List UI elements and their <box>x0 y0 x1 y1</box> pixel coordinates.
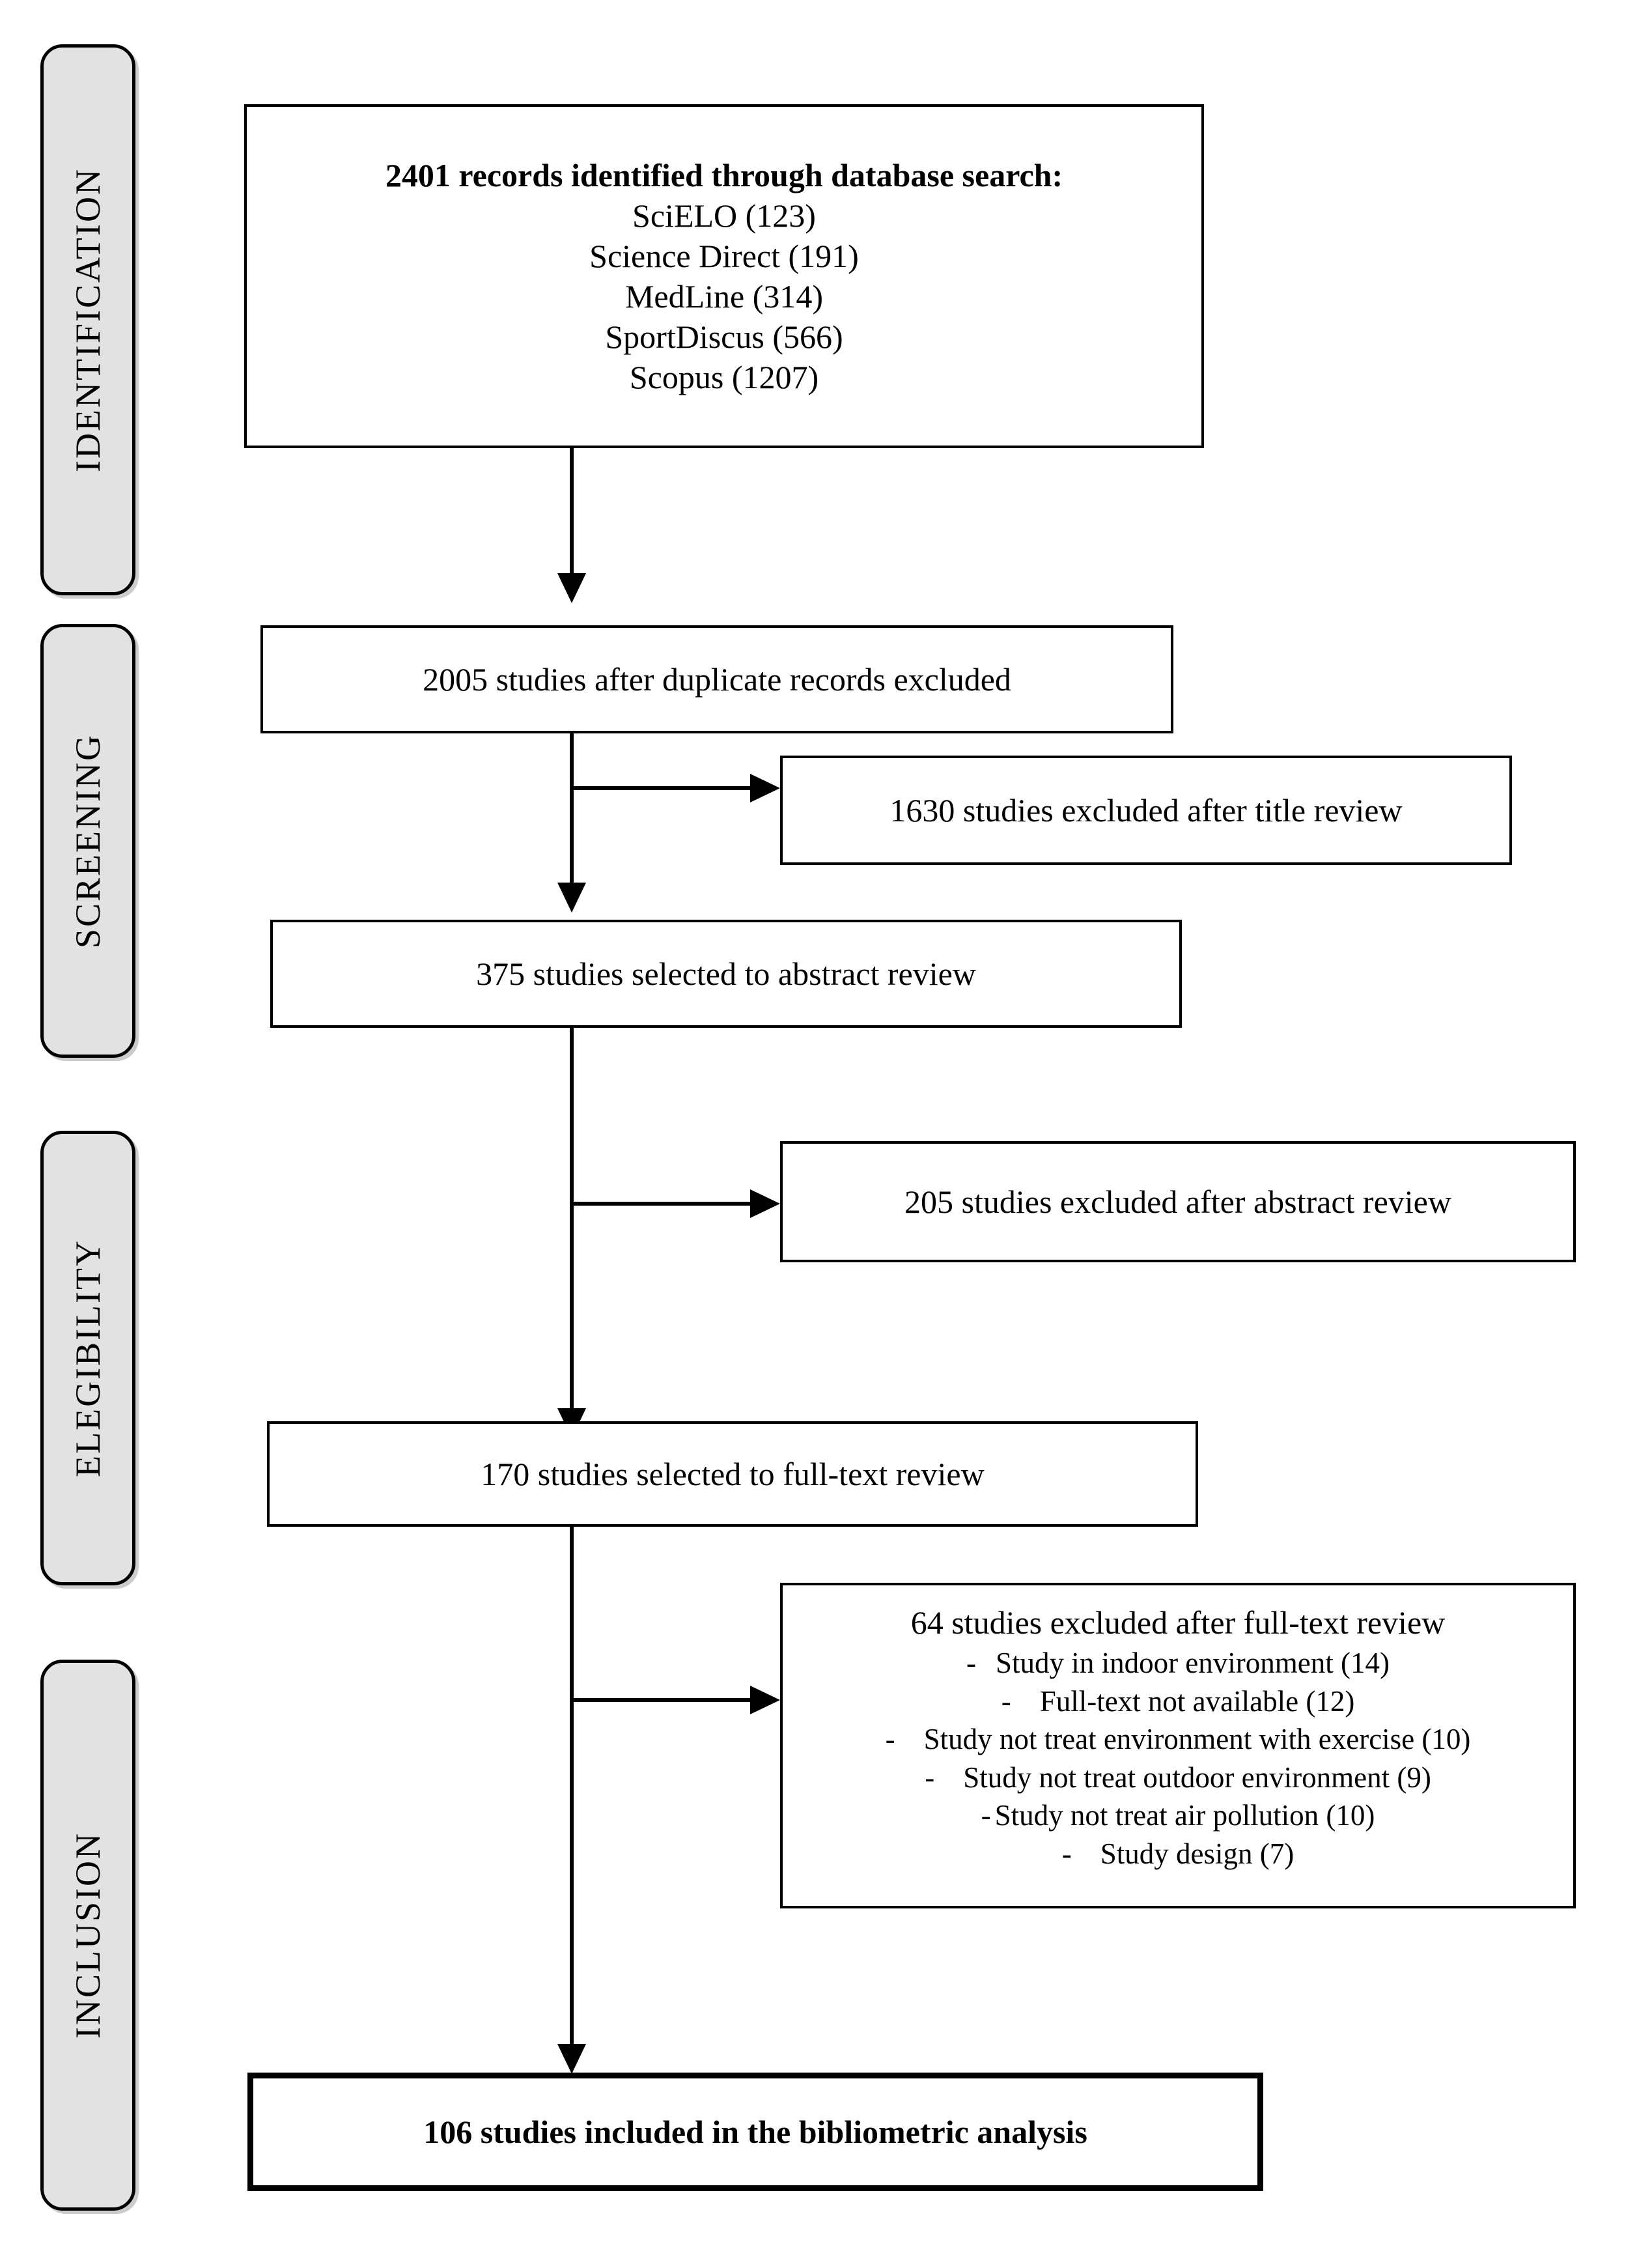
excluded-abstract-review-text: 205 studies excluded after abstract revi… <box>904 1183 1451 1220</box>
exclusion-reason-fulltext-unavailable: -Full-text not available (12) <box>794 1682 1561 1721</box>
phase-bar-screening: SCREENING <box>40 624 135 1058</box>
exclusion-reason-no-exercise: -Study not treat environment with exerci… <box>794 1720 1561 1759</box>
arrowhead-fulltext-to-fulltext-exclusion <box>750 1686 780 1714</box>
node-after-duplicates: 2005 studies after duplicate records exc… <box>260 625 1173 733</box>
selected-fulltext-review-text: 170 studies selected to full-text review <box>481 1456 985 1492</box>
node-excluded-fulltext-review: 64 studies excluded after full-text revi… <box>780 1583 1576 1908</box>
connector-identified-to-dedup <box>570 448 574 580</box>
phase-bar-identification: IDENTIFICATION <box>40 44 135 595</box>
phase-bar-inclusion: INCLUSION <box>40 1660 135 2211</box>
excluded-fulltext-list: 64 studies excluded after full-text revi… <box>794 1602 1561 1873</box>
phase-label-identification: IDENTIFICATION <box>68 167 107 472</box>
exclusion-reason-no-outdoor: -Study not treat outdoor environment (9) <box>794 1759 1561 1797</box>
node-selected-abstract-review: 375 studies selected to abstract review <box>270 920 1182 1028</box>
phase-label-screening: SCREENING <box>68 733 107 948</box>
source-sportdiscus: SportDiscus (566) <box>605 319 843 355</box>
exclusion-reason-indoor-text: Study in indoor environment (14) <box>996 1647 1390 1679</box>
arrowhead-dedup-to-abstract <box>557 883 586 913</box>
included-final-text: 106 studies included in the bibliometric… <box>423 2114 1087 2150</box>
after-duplicates-text: 2005 studies after duplicate records exc… <box>423 661 1011 698</box>
bullet-dash-icon: - <box>1061 1837 1072 1870</box>
arrowhead-fulltext-to-included <box>557 2044 586 2074</box>
exclusion-reason-no-outdoor-text: Study not treat outdoor environment (9) <box>963 1761 1431 1794</box>
node-excluded-title-review: 1630 studies excluded after title review <box>780 756 1512 865</box>
phase-label-inclusion: INCLUSION <box>68 1832 107 2039</box>
node-included-final: 106 studies included in the bibliometric… <box>247 2073 1263 2191</box>
selected-abstract-review-text: 375 studies selected to abstract review <box>476 956 976 992</box>
arrowhead-identified-to-dedup <box>557 573 586 603</box>
connector-dedup-to-title-exclusion <box>572 786 753 790</box>
phase-label-elegibility: ELEGIBILITY <box>68 1239 107 1477</box>
bullet-dash-icon: - <box>966 1647 977 1679</box>
node-records-identified: 2401 records identified through database… <box>244 104 1204 448</box>
exclusion-reason-fulltext-unavailable-text: Full-text not available (12) <box>1039 1684 1355 1718</box>
connector-abstract-to-fulltext <box>570 1028 574 1425</box>
source-medline: MedLine (314) <box>624 278 824 315</box>
exclusion-reason-no-air-pollution: -Study not treat air pollution (10) <box>794 1796 1561 1835</box>
bullet-dash-icon: - <box>885 1723 895 1755</box>
connector-fulltext-to-included <box>570 1527 574 2060</box>
source-science-direct: Science Direct (191) <box>589 238 859 274</box>
records-identified-header: 2401 records identified through database… <box>385 157 1063 193</box>
connector-dedup-to-abstract <box>570 733 574 888</box>
arrowhead-abstract-to-abstract-exclusion <box>750 1189 780 1218</box>
exclusion-reason-no-exercise-text: Study not treat environment with exercis… <box>923 1723 1471 1755</box>
bullet-dash-icon: - <box>925 1761 935 1794</box>
arrowhead-dedup-to-title-exclusion <box>750 774 780 802</box>
bullet-dash-icon: - <box>981 1799 991 1832</box>
exclusion-reason-study-design-text: Study design (7) <box>1100 1837 1295 1870</box>
node-records-identified-text: 2401 records identified through database… <box>385 155 1063 397</box>
exclusion-reason-no-air-pollution-text: Study not treat air pollution (10) <box>994 1799 1375 1832</box>
exclusion-reason-study-design: -Study design (7) <box>794 1835 1561 1873</box>
phase-bar-elegibility: ELEGIBILITY <box>40 1131 135 1585</box>
connector-abstract-to-abstract-exclusion <box>572 1202 753 1206</box>
node-excluded-abstract-review: 205 studies excluded after abstract revi… <box>780 1141 1576 1262</box>
source-scopus: Scopus (1207) <box>629 359 819 395</box>
connector-fulltext-to-fulltext-exclusion <box>572 1698 753 1702</box>
source-scielo: SciELO (123) <box>632 197 816 234</box>
excluded-fulltext-title: 64 studies excluded after full-text revi… <box>910 1604 1446 1641</box>
node-selected-fulltext-review: 170 studies selected to full-text review <box>267 1421 1198 1527</box>
excluded-title-review-text: 1630 studies excluded after title review <box>889 792 1403 829</box>
bullet-dash-icon: - <box>1001 1684 1011 1718</box>
exclusion-reason-indoor: -Study in indoor environment (14) <box>794 1644 1561 1682</box>
